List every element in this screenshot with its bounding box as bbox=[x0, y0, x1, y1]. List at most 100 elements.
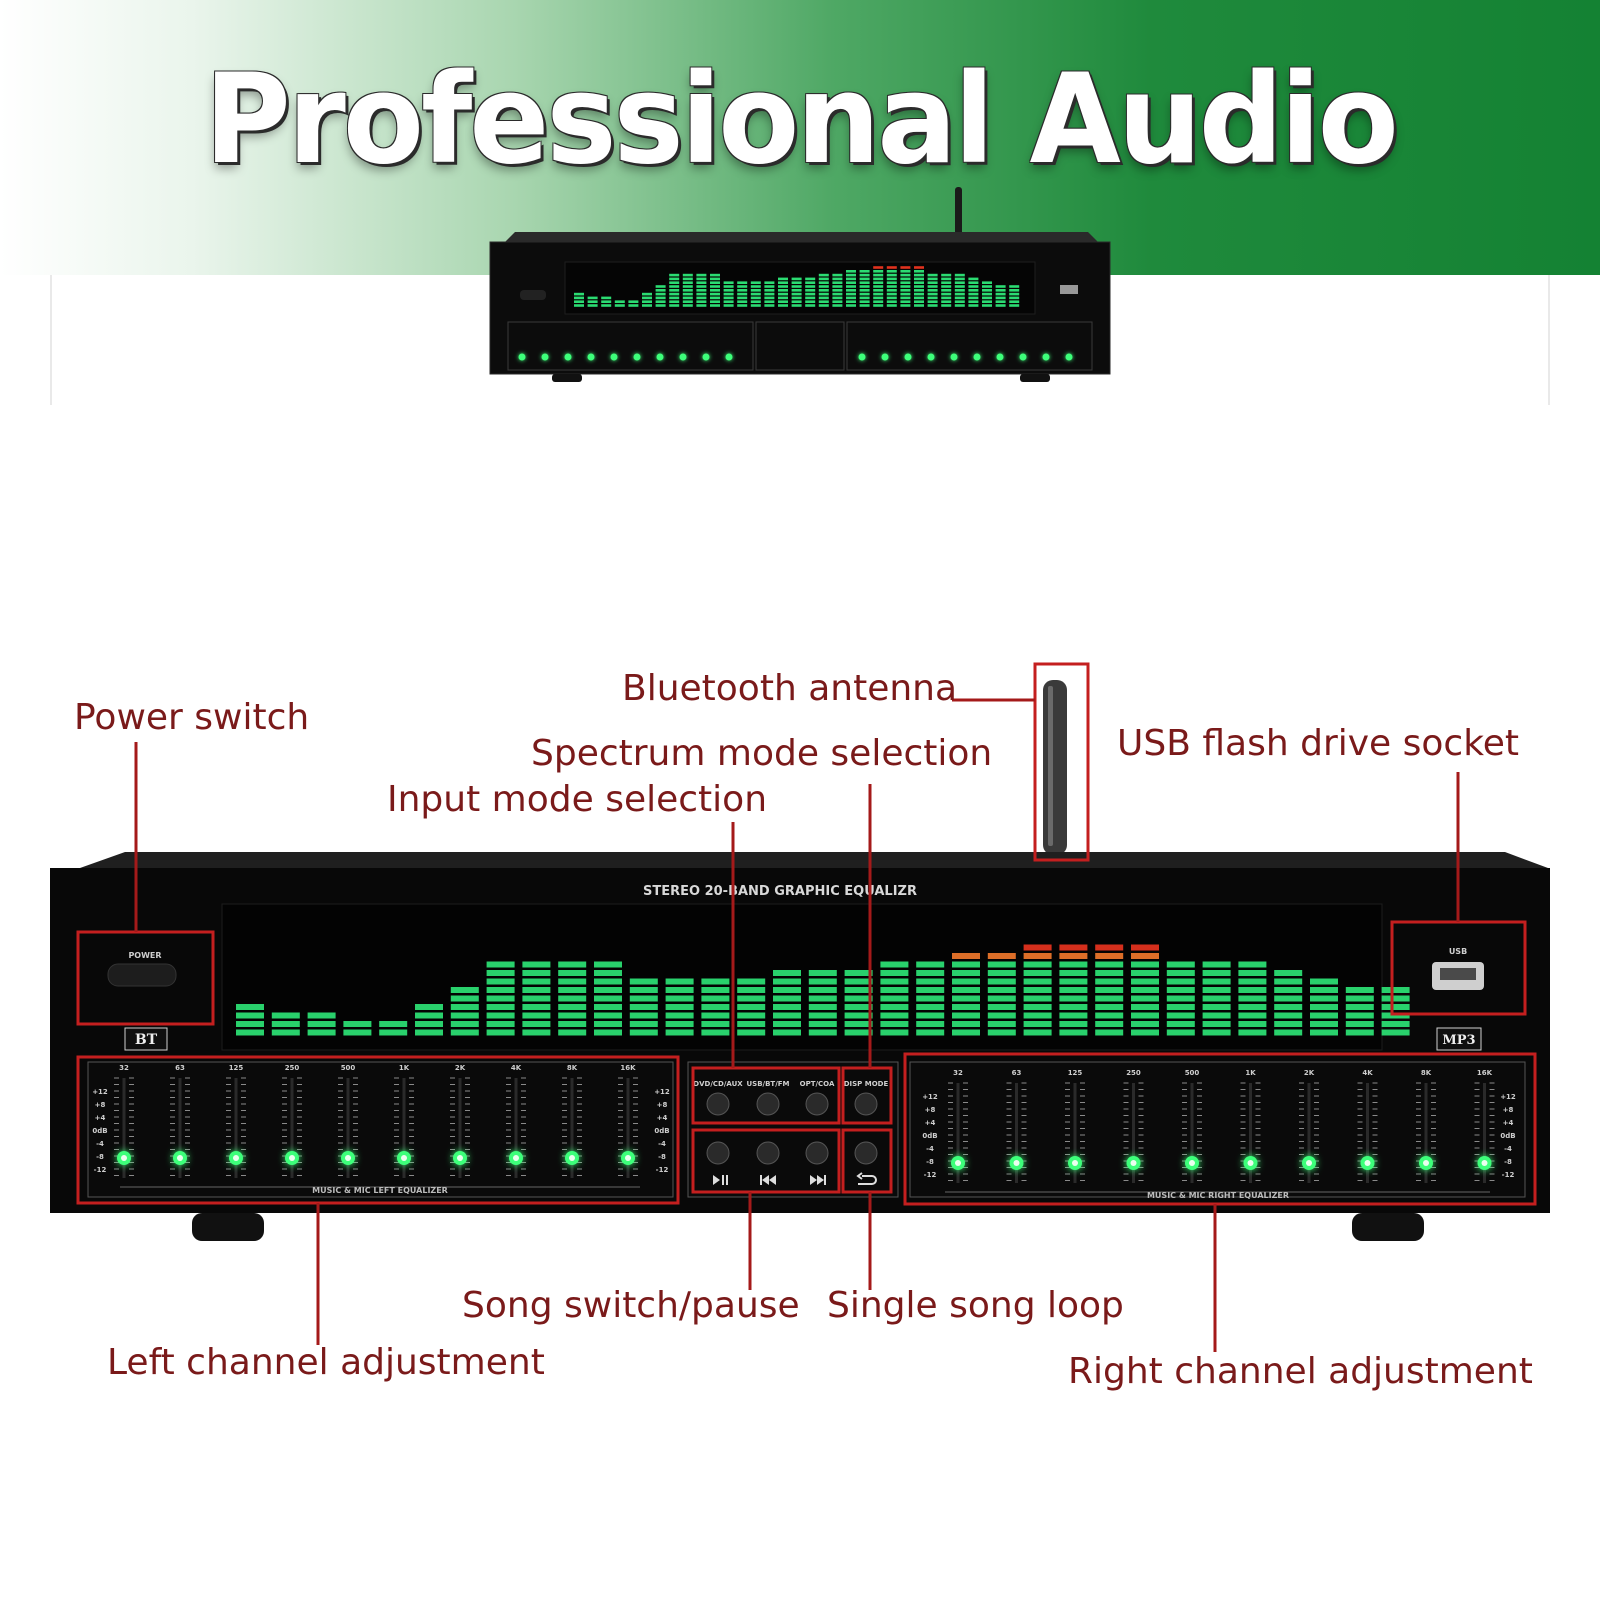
mp3-badge-text: MP3 bbox=[1442, 1033, 1475, 1048]
callout-right-channel: Right channel adjustment bbox=[1068, 1351, 1533, 1392]
slider-track bbox=[122, 1078, 126, 1178]
slider-track bbox=[458, 1078, 462, 1178]
band-label: 32 bbox=[119, 1064, 129, 1072]
slider-led-core bbox=[1306, 1160, 1312, 1166]
small-spectrum-bar bbox=[914, 266, 924, 307]
antenna-highlight-box bbox=[1033, 662, 1090, 862]
power-highlight-box bbox=[76, 930, 215, 1026]
slider-led-core bbox=[233, 1155, 239, 1161]
db-label: +12 bbox=[92, 1088, 108, 1096]
left-eq-caption: MUSIC & MIC LEFT EQUALIZER bbox=[312, 1186, 448, 1195]
spectrum-bar bbox=[1310, 978, 1338, 1036]
left-eq-panel bbox=[87, 1061, 674, 1198]
band-label: 1K bbox=[399, 1064, 410, 1072]
foot-left bbox=[192, 1213, 264, 1241]
db-label: 0dB bbox=[1500, 1132, 1515, 1140]
small-top-plate bbox=[505, 232, 1098, 242]
db-label: -8 bbox=[96, 1153, 104, 1161]
band-label: 8K bbox=[567, 1064, 578, 1072]
right-eq-caption: MUSIC & MIC RIGHT EQUALIZER bbox=[1147, 1191, 1289, 1200]
input-mode-highlight-box bbox=[691, 1066, 841, 1125]
db-label: -4 bbox=[1504, 1145, 1512, 1153]
small-spectrum-bar bbox=[982, 281, 992, 307]
db-label: +8 bbox=[95, 1101, 106, 1109]
small-spectrum-bar bbox=[886, 266, 897, 307]
small-led bbox=[656, 353, 664, 361]
band-label: 2K bbox=[455, 1064, 466, 1072]
db-label: -4 bbox=[96, 1140, 104, 1148]
small-center-panel bbox=[755, 321, 845, 371]
big-top-plate bbox=[80, 852, 1548, 868]
small-spectrum bbox=[574, 266, 1020, 307]
spectrum-bar bbox=[522, 961, 551, 1036]
bluetooth-antenna-highlight bbox=[1048, 686, 1053, 846]
slider-track bbox=[1483, 1083, 1486, 1183]
small-led bbox=[633, 353, 641, 361]
slider-track bbox=[402, 1078, 406, 1178]
right-guide-line bbox=[1548, 275, 1550, 405]
db-label: +4 bbox=[925, 1119, 936, 1127]
small-spectrum-bar bbox=[791, 277, 802, 307]
small-led bbox=[950, 353, 958, 361]
panel-title: STEREO 20-BAND GRAPHIC EQUALIZR bbox=[643, 884, 917, 899]
small-led bbox=[610, 353, 618, 361]
small-spectrum-bar bbox=[696, 273, 707, 307]
slider-led-core bbox=[345, 1155, 351, 1161]
small-spectrum-bar bbox=[873, 266, 884, 307]
db-label: +12 bbox=[922, 1093, 938, 1101]
power-button bbox=[107, 963, 177, 987]
spectrum-bars bbox=[236, 944, 1410, 1036]
mp3-badge bbox=[1436, 1027, 1482, 1051]
slider-led-core bbox=[457, 1155, 463, 1161]
input-button-label-3: OPT/COA bbox=[800, 1080, 835, 1088]
slider-track bbox=[290, 1078, 294, 1178]
input-button-3 bbox=[805, 1092, 829, 1116]
small-spectrum-bar bbox=[655, 285, 666, 307]
play-pause-icon bbox=[713, 1175, 728, 1185]
spectrum-bar bbox=[1131, 944, 1159, 1036]
spectrum-bar bbox=[415, 1004, 443, 1036]
small-spectrum-bar bbox=[846, 270, 856, 307]
spectrum-bar bbox=[558, 961, 587, 1036]
band-label: 63 bbox=[1012, 1069, 1022, 1077]
small-spectrum-bar bbox=[750, 281, 761, 307]
small-led bbox=[518, 353, 526, 361]
band-label: 125 bbox=[1068, 1069, 1083, 1077]
spectrum-bar bbox=[594, 961, 622, 1036]
slider-led-core bbox=[1072, 1160, 1078, 1166]
db-label: +4 bbox=[95, 1114, 106, 1122]
slider-led-core bbox=[1423, 1160, 1429, 1166]
spectrum-bar bbox=[271, 1012, 300, 1036]
slider-led-core bbox=[121, 1155, 127, 1161]
band-label: 250 bbox=[285, 1064, 300, 1072]
left-eq-highlight-box bbox=[76, 1055, 680, 1205]
small-device bbox=[489, 187, 1111, 382]
callout-input-mode: Input mode selection bbox=[387, 779, 768, 820]
small-spectrum-bar bbox=[805, 277, 816, 307]
slider-led-core bbox=[1364, 1160, 1371, 1166]
slider-track bbox=[234, 1078, 238, 1178]
callout-bluetooth-antenna: Bluetooth antenna bbox=[622, 668, 958, 709]
slider-led-core bbox=[1481, 1160, 1488, 1166]
small-spectrum-bar bbox=[968, 277, 979, 307]
spectrum-bar bbox=[450, 987, 479, 1036]
db-label: +4 bbox=[1503, 1119, 1514, 1127]
callout-spectrum-mode: Spectrum mode selection bbox=[531, 733, 993, 774]
slider-led-core bbox=[289, 1155, 295, 1161]
band-label: 4K bbox=[511, 1064, 522, 1072]
slider-track bbox=[1366, 1083, 1369, 1183]
spectrum-bar bbox=[808, 970, 837, 1036]
slider-track bbox=[1073, 1083, 1077, 1183]
slider-track bbox=[1249, 1083, 1252, 1183]
small-led bbox=[679, 353, 687, 361]
small-left-eq-panel bbox=[507, 321, 754, 371]
spectrum-bar bbox=[701, 978, 730, 1036]
small-led bbox=[587, 353, 595, 361]
highlight-boxes bbox=[76, 662, 1537, 1206]
small-led bbox=[725, 353, 733, 361]
slider-track bbox=[570, 1078, 574, 1178]
small-foot-left bbox=[552, 374, 582, 382]
usb-socket-inner bbox=[1440, 968, 1476, 980]
